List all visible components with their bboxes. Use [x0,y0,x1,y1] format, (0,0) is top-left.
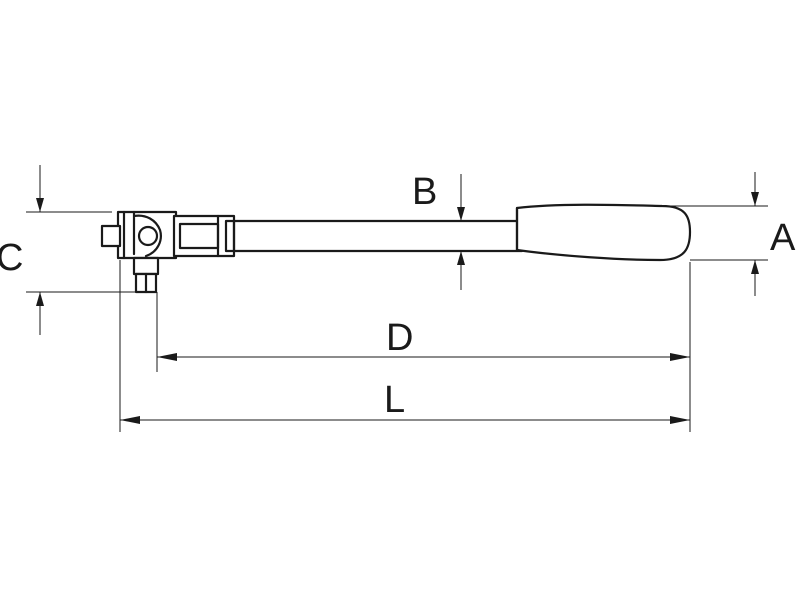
dimension-d-arrow-right [670,353,690,361]
dimension-b-arrow-top [457,207,465,221]
dimension-c-label: C [0,237,23,279]
dimension-a-arrow-bottom [751,260,759,274]
dimension-b: B [412,171,465,290]
pivot-pin [137,225,159,247]
square-drive [132,256,160,276]
dimension-l: L [119,260,690,432]
dimension-a-arrow-top [751,192,759,206]
dimension-c-arrow-top [36,198,44,212]
dimension-b-arrow-bottom [457,251,465,265]
dimension-l-arrow-left [120,416,140,424]
wrench-shaft [230,219,524,253]
dimension-c: C [0,165,136,335]
dimension-l-label: L [384,379,405,421]
square-drive-left [100,224,122,248]
dimension-a: A [664,172,796,296]
dimension-d-arrow-left [157,353,177,361]
pivot-joint [132,210,162,258]
dimension-c-arrow-bottom [36,292,44,306]
dimension-b-label: B [412,171,437,213]
dimension-d-label: D [386,317,413,359]
wrench-handle [515,203,692,262]
dimension-d: D [156,262,691,432]
swivel-yoke [172,214,236,258]
dimension-l-arrow-right [670,416,690,424]
dimension-a-label: A [770,217,796,259]
ratchet-wrench [100,203,692,294]
